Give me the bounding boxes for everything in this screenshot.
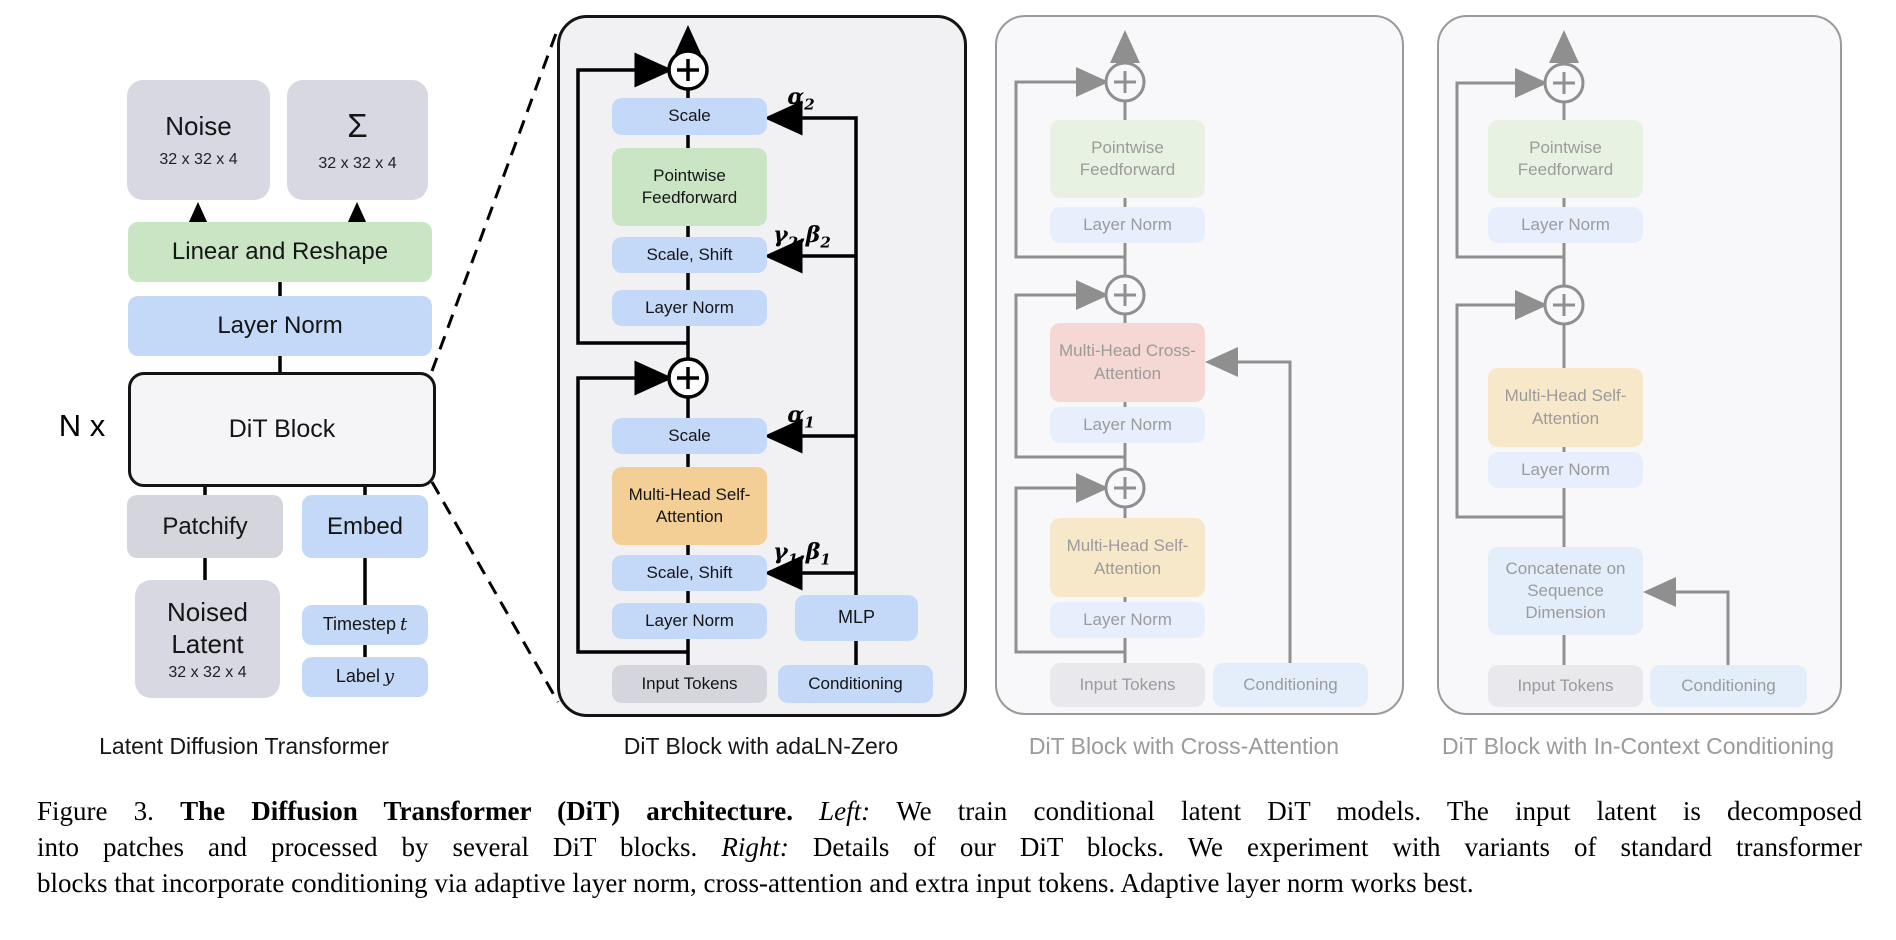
alpha2-label: α2 <box>787 84 815 114</box>
panel2-caption: DiT Block with adaLN-Zero <box>623 733 899 759</box>
layer-norm-box: Layer Norm <box>612 603 767 639</box>
noised-latent-dims: 32 x 32 x 4 <box>168 663 247 681</box>
figure-caption-line1: Figure 3. The Diffusion Transformer (DiT… <box>37 796 1862 826</box>
noised-latent-line1: Noised <box>167 596 248 627</box>
layer-norm-box: Layer Norm <box>1050 407 1205 443</box>
concatenate-box: Concatenate on Sequence Dimension <box>1488 547 1643 635</box>
figure-caption-line2: into patches and processed by several Di… <box>37 832 1862 862</box>
sigma-output-box: Σ 32 x 32 x 4 <box>287 80 428 200</box>
alpha1-label: α1 <box>787 402 815 432</box>
panel3-caption: DiT Block with Cross-Attention <box>1028 733 1340 759</box>
multi-head-self-attention-box: Multi-Head Self-Attention <box>1050 518 1205 597</box>
panel4-caption: DiT Block with In-Context Conditioning <box>1441 733 1835 759</box>
noise-dims: 32 x 32 x 4 <box>159 150 238 168</box>
noise-output-box: Noise 32 x 32 x 4 <box>127 80 270 200</box>
input-tokens-box: Input Tokens <box>1050 663 1205 707</box>
scale-box: Scale <box>612 98 767 135</box>
figure-caption-line3: blocks that incorporate conditioning via… <box>37 868 1474 898</box>
noised-latent-box: Noised Latent 32 x 32 x 4 <box>135 580 280 698</box>
noise-label: Noise <box>165 110 232 141</box>
multi-head-self-attention-box: Multi-Head Self-Attention <box>1488 368 1643 447</box>
figure-caption: Figure 3. The Diffusion Transformer (DiT… <box>37 793 1862 901</box>
input-tokens-box: Input Tokens <box>1488 665 1643 707</box>
pointwise-feedforward-box: Pointwise Feedforward <box>1050 120 1205 198</box>
gamma1-beta1-label: γ1,β1 <box>773 539 831 569</box>
multi-head-cross-attention-box: Multi-Head Cross-Attention <box>1050 323 1205 402</box>
n-times-label: N x <box>58 408 106 443</box>
timestep-text: Timestep <box>322 614 397 635</box>
scale-box: Scale <box>612 418 767 454</box>
noised-latent-line2: Latent <box>171 629 244 659</box>
pointwise-feedforward-box: Pointwise Feedforward <box>612 148 767 226</box>
layer-norm-box: Layer Norm <box>1050 207 1205 243</box>
layer-norm-box: Layer Norm <box>612 290 767 326</box>
embed-box: Embed <box>302 495 428 558</box>
sigma-dims: 32 x 32 x 4 <box>318 155 397 173</box>
conditioning-box: Conditioning <box>778 665 933 703</box>
scale-shift-box: Scale, Shift <box>612 237 767 273</box>
zoom-callout-dashes <box>430 27 560 703</box>
gamma2-beta2-label: γ2,β2 <box>773 222 831 252</box>
label-text: Label <box>335 666 380 687</box>
patchify-box: Patchify <box>127 495 283 558</box>
layer-norm-box: Layer Norm <box>1050 602 1205 638</box>
linear-reshape-box: Linear and Reshape <box>128 222 432 282</box>
mlp-box: MLP <box>795 595 918 641</box>
sigma-label: Σ <box>347 107 368 145</box>
panel1-caption: Latent Diffusion Transformer <box>99 733 389 759</box>
scale-shift-box: Scale, Shift <box>612 555 767 591</box>
input-tokens-box: Input Tokens <box>612 665 767 703</box>
conditioning-box: Conditioning <box>1213 663 1368 707</box>
layer-norm-box: Layer Norm <box>1488 452 1643 488</box>
label-var: y <box>383 666 395 688</box>
conditioning-box: Conditioning <box>1650 665 1807 707</box>
timestep-var: t <box>400 614 408 636</box>
layer-norm-box: Layer Norm <box>1488 207 1643 243</box>
pointwise-feedforward-box: Pointwise Feedforward <box>1488 120 1643 198</box>
layer-norm-box: Layer Norm <box>128 296 432 356</box>
dit-block-box: DiT Block <box>128 372 436 487</box>
multi-head-self-attention-box: Multi-Head Self-Attention <box>612 467 767 545</box>
